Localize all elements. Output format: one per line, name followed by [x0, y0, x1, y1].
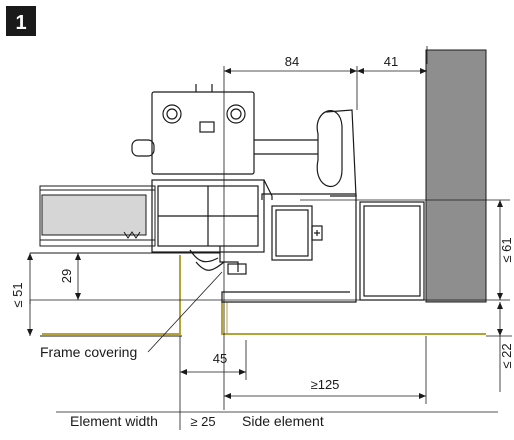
- frame-profile: [151, 179, 273, 275]
- label-side-element: Side element: [242, 413, 324, 429]
- label-frame-covering: Frame covering: [40, 344, 137, 360]
- dim-22: ≤ 22: [499, 343, 514, 368]
- frame-covering-leader: [147, 271, 223, 353]
- dimension-lines: [29, 46, 512, 430]
- dim-61: ≤ 61: [499, 237, 514, 262]
- dim-41: 41: [384, 54, 398, 69]
- label-element-width: Element width: [70, 413, 158, 429]
- dim-29: 29: [59, 269, 74, 283]
- figure-number: 1: [15, 12, 26, 34]
- side-element-cover: [221, 302, 486, 335]
- clamp-assembly: [131, 84, 357, 197]
- figure-number-badge: 1: [6, 6, 36, 36]
- dim-51: ≤ 51: [10, 282, 25, 307]
- dim-45: 45: [213, 351, 227, 366]
- glass-panel: [39, 185, 156, 247]
- dim-84: 84: [285, 54, 299, 69]
- dim-125: ≥125: [311, 377, 340, 392]
- wall-section: [425, 49, 487, 303]
- side-bracket: [221, 193, 425, 303]
- dim-25: ≥ 25: [190, 414, 215, 429]
- dimension-arrows: [27, 68, 503, 399]
- frame-covering-strip: [40, 255, 182, 337]
